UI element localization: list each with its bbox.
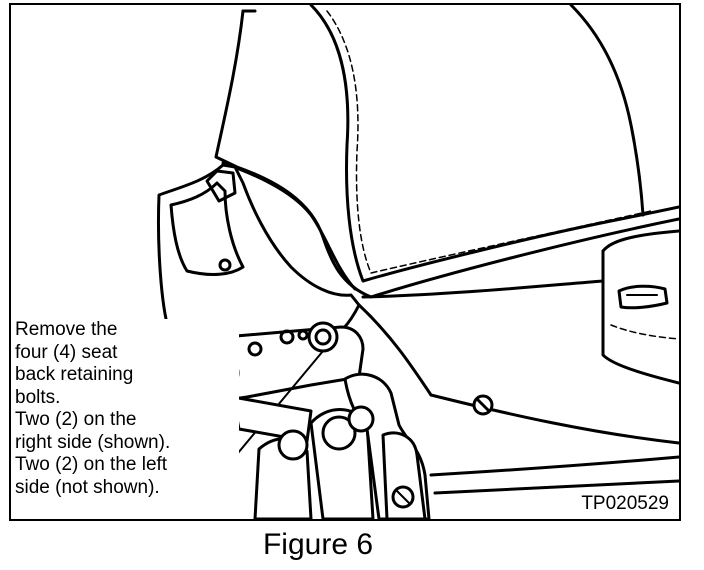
rear-bracket-screw-cross — [396, 490, 410, 504]
side-trim-edge — [601, 249, 679, 385]
rear-bracket-screw — [391, 485, 415, 509]
callout-line: back retaining — [15, 364, 134, 385]
retainer-clip — [472, 394, 494, 416]
hinge-rivet-1 — [247, 341, 263, 357]
callout-line: Two (2) on the — [15, 409, 137, 430]
recliner-cover-inner — [169, 181, 245, 276]
seat-cushion-line — [361, 279, 605, 299]
callout-line: right side (shown). — [15, 431, 171, 453]
callout-line: Two (2) on the left — [15, 454, 168, 475]
floor-track-lower — [433, 479, 679, 495]
hinge-rivet-2 — [279, 329, 295, 345]
trim-slot — [617, 284, 669, 310]
side-trim-panel — [601, 229, 679, 253]
cover-tab — [205, 169, 237, 203]
floor-track — [429, 455, 679, 477]
figure-code: TP020529 — [579, 493, 671, 515]
callout-line: four (4) seat — [15, 341, 118, 363]
leg-pivot-left — [277, 429, 309, 461]
floor-panel-edge — [429, 393, 679, 445]
trim-dashed-line — [610, 324, 679, 340]
leg-pivot-center — [321, 415, 357, 451]
seat-back-cushion — [309, 5, 679, 283]
shoulder-trim — [221, 161, 357, 291]
cushion-stitch — [326, 10, 652, 274]
retaining-bolt-upper — [307, 321, 339, 353]
seat-back-rear-edge — [569, 5, 645, 217]
bracket-pivot — [347, 405, 375, 433]
figure-frame: Remove the four (4) seat back retaining … — [9, 3, 681, 521]
cover-screw — [218, 258, 232, 272]
seat-back-shell — [214, 9, 679, 299]
callout-line: bolts. — [15, 386, 61, 408]
figure-caption: Figure 6 — [262, 528, 374, 561]
seat-cushion-side — [357, 303, 433, 397]
callout-line: Remove the — [15, 319, 118, 340]
callout-line: side (not shown). — [15, 476, 160, 498]
removal-instruction-callout: Remove the four (4) seat back retaining … — [15, 319, 239, 499]
hinge-rivet-3 — [297, 329, 309, 341]
